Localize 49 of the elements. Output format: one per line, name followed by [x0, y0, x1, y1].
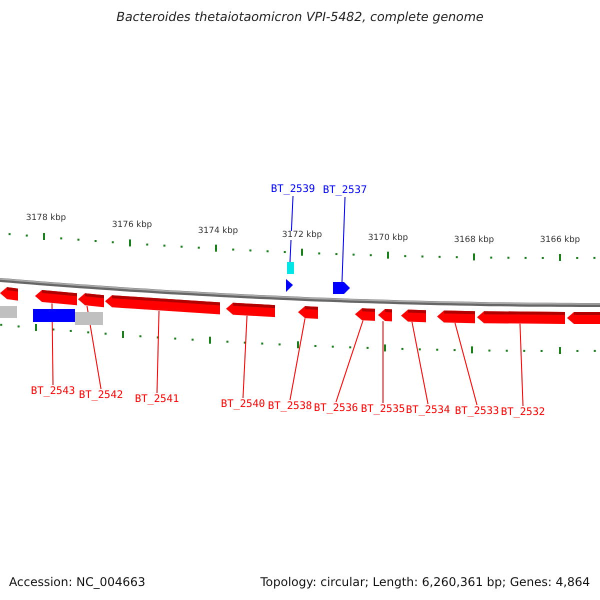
scale-label: 3174 kbp: [198, 227, 238, 236]
gene-label: BT_2541: [134, 394, 180, 404]
gene-label: BT_2537: [322, 185, 368, 196]
gene-label: BT_2534: [406, 405, 450, 416]
leader-line: [382, 320, 384, 404]
gene-feature: [401, 310, 426, 322]
leader-line: [412, 321, 428, 404]
gene-feature: [437, 310, 475, 324]
leader-line: [454, 322, 478, 406]
gene-label: BT_2532: [500, 407, 546, 418]
accession-text: Accession: NC_004663: [9, 576, 146, 588]
leader-line: [290, 318, 306, 400]
genome-summary-text: Topology: circular; Length: 6,260,361 bp; Genes: 4,864: [260, 576, 590, 588]
scale-label: 3166 kbp: [540, 236, 580, 244]
scale-label: 3170 kbp: [368, 234, 408, 242]
gene-feature: [567, 312, 600, 324]
leader-line: [156, 310, 160, 394]
gene-feature: [226, 302, 275, 318]
leader-line: [336, 320, 364, 402]
gene-pointer: [286, 279, 293, 292]
gene-label: BT_2536: [314, 403, 358, 414]
scale-label: 3172 kbp: [282, 231, 322, 240]
scale-label: 3178 kbp: [26, 214, 66, 222]
gene-label: BT_2540: [220, 399, 266, 410]
leader-line: [342, 196, 346, 282]
gene-label: BT_2535: [360, 404, 406, 414]
gene-feature: [333, 282, 350, 294]
leader-line: [520, 323, 524, 406]
gene-feature: [298, 306, 318, 319]
gene-label: BT_2533: [454, 406, 500, 416]
gene-feature: [477, 311, 565, 324]
scale-label: 3176 kbp: [112, 221, 152, 230]
gene-bar: [75, 312, 103, 325]
scale-label: 3168 kbp: [454, 236, 494, 244]
leader-line: [290, 196, 294, 262]
gene-label: BT_2539: [270, 184, 316, 194]
gene-bar: [33, 309, 75, 322]
gene-label: BT_2538: [268, 401, 312, 412]
gene-feature: [35, 290, 77, 306]
gene-bar: [0, 306, 17, 318]
leader-line: [242, 315, 248, 398]
gene-feature: [78, 293, 104, 308]
gene-label: BT_2543: [30, 386, 76, 396]
gene-feature: [355, 308, 375, 321]
gene-label: BT_2542: [78, 390, 124, 400]
gene-feature: [378, 309, 392, 322]
gene-feature: [0, 287, 18, 301]
genome-title: Bacteroides thetaiotaomicron VPI-5482, complete genome: [115, 11, 485, 24]
gene-marker: [287, 262, 294, 274]
